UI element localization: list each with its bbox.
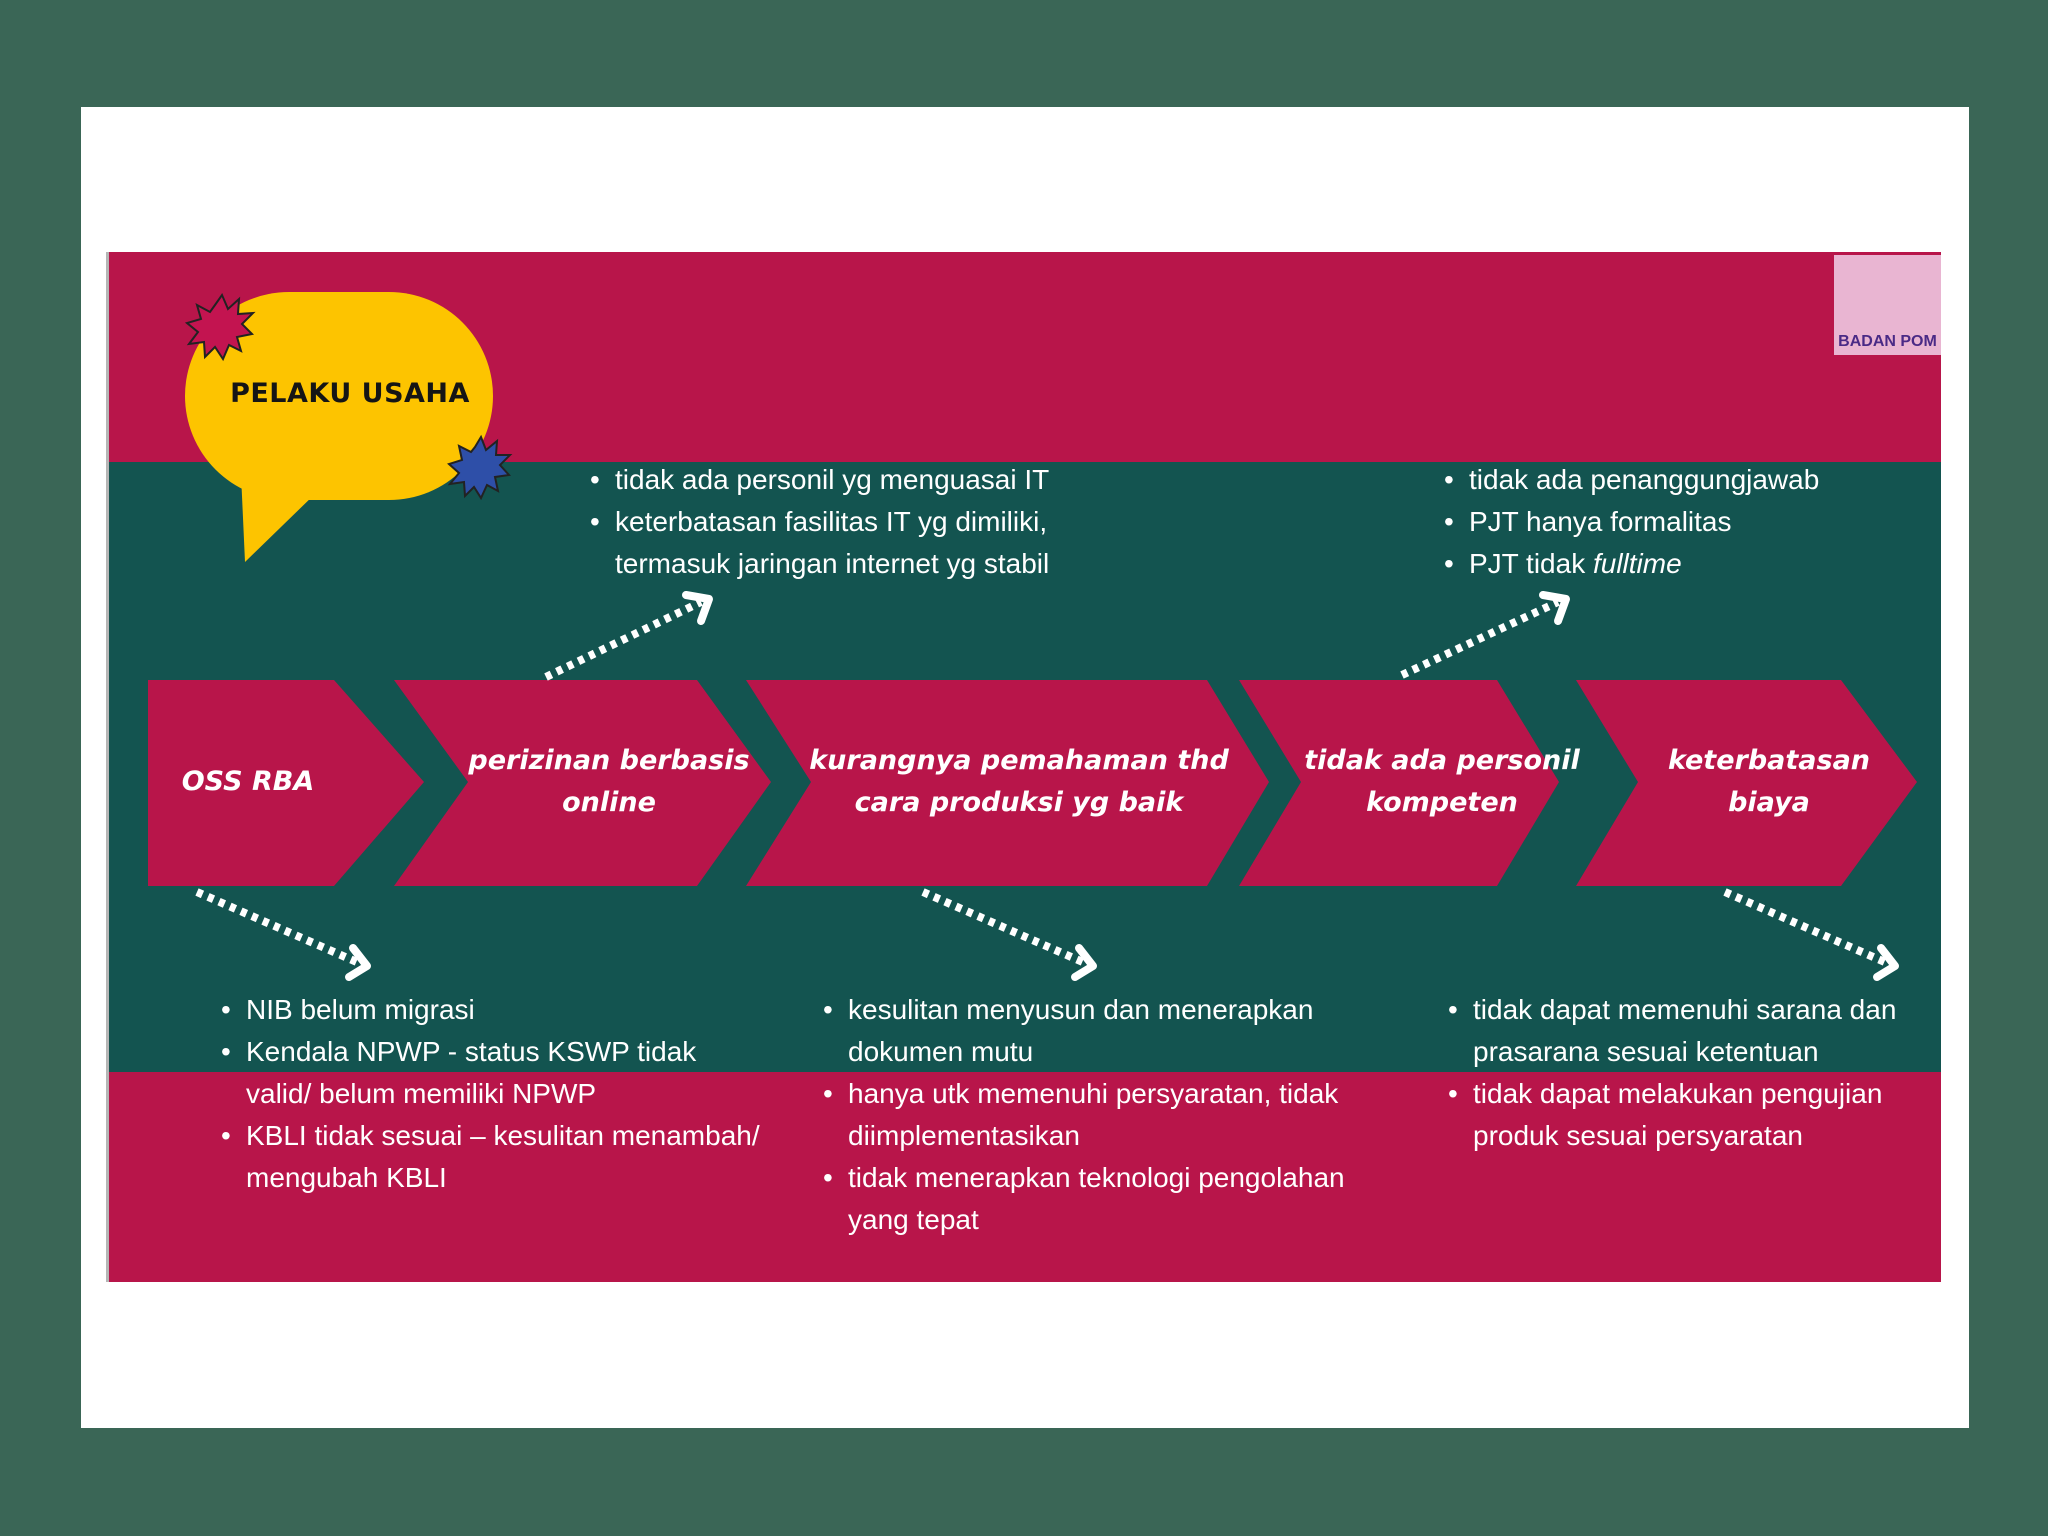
list-item: tidak dapat memenuhi sarana dan prasaran… xyxy=(1448,989,1928,1073)
list-item: hanya utk memenuhi persyaratan, tidak di… xyxy=(823,1073,1413,1157)
arrow-online-icon xyxy=(544,598,703,681)
chevron-personil-kompeten xyxy=(1239,680,1559,886)
slide: BADAN POM PELAKU USAHA OSS RBA perizinan… xyxy=(109,252,1941,1282)
list-item: tidak menerapkan teknologi pengolahan ya… xyxy=(823,1157,1413,1241)
chevron-label-keterbatasan-biaya: keterbatasan biaya xyxy=(1667,745,1871,818)
arrow-oss-icon xyxy=(195,888,361,967)
chevron-keterbatasan-biaya xyxy=(1576,680,1917,886)
notes-cpb: kesulitan menyusun dan menerapkan dokume… xyxy=(823,989,1413,1241)
list-item: kesulitan menyusun dan menerapkan dokume… xyxy=(823,989,1413,1073)
chevron-label-personil-kompeten: tidak ada personil kompeten xyxy=(1304,745,1580,818)
chevron-label-oss-rba: OSS RBA xyxy=(181,766,315,797)
logo-box: BADAN POM xyxy=(1834,255,1941,355)
starburst-red-icon xyxy=(184,292,256,362)
notes-oss: NIB belum migrasi Kendala NPWP - status … xyxy=(221,989,761,1199)
list-item: tidak ada personil yg menguasai IT xyxy=(590,459,1130,501)
notes-online: tidak ada personil yg menguasai IT keter… xyxy=(590,459,1130,585)
chevron-oss-rba xyxy=(148,680,424,886)
starburst-blue-icon xyxy=(447,434,513,501)
chevron-label-perizinan-online: perizinan berbasis online xyxy=(468,745,750,818)
notes-personil: tidak ada penanggungjawab PJT hanya form… xyxy=(1444,459,1934,585)
chevron-label-pemahaman-cpb: kurangnya pemahaman thd cara produksi yg… xyxy=(809,745,1229,818)
diagram-graphics xyxy=(148,255,1941,981)
chevron-pemahaman-cpb xyxy=(746,680,1269,886)
arrow-heads xyxy=(345,591,1899,981)
arrow-personil-icon xyxy=(1400,598,1560,679)
logo-text: BADAN POM xyxy=(1838,333,1937,350)
slide-edge xyxy=(106,252,111,1282)
list-item: tidak ada penanggungjawab xyxy=(1444,459,1934,501)
list-item-text: PJT tidak xyxy=(1469,548,1593,579)
list-item: keterbatasan fasilitas IT yg dimiliki, t… xyxy=(590,501,1130,585)
list-item: KBLI tidak sesuai – kesulitan menambah/ … xyxy=(221,1115,761,1199)
arrow-cpb-icon xyxy=(921,888,1087,967)
bubble-label: PELAKU USAHA xyxy=(230,378,470,409)
list-item-italic: fulltime xyxy=(1592,548,1682,579)
notes-biaya: tidak dapat memenuhi sarana dan prasaran… xyxy=(1448,989,1928,1157)
arrow-biaya-icon xyxy=(1723,888,1889,967)
list-item: PJT tidak fulltime xyxy=(1444,543,1934,585)
list-item: PJT hanya formalitas xyxy=(1444,501,1934,543)
list-item: NIB belum migrasi xyxy=(221,989,761,1031)
speech-bubble xyxy=(185,292,493,562)
list-item: tidak dapat melakukan pengujian produk s… xyxy=(1448,1073,1928,1157)
list-item: Kendala NPWP - status KSWP tidak valid/ … xyxy=(221,1031,761,1115)
dotted-arrows xyxy=(195,598,1889,967)
chevron-perizinan-online xyxy=(394,680,771,886)
